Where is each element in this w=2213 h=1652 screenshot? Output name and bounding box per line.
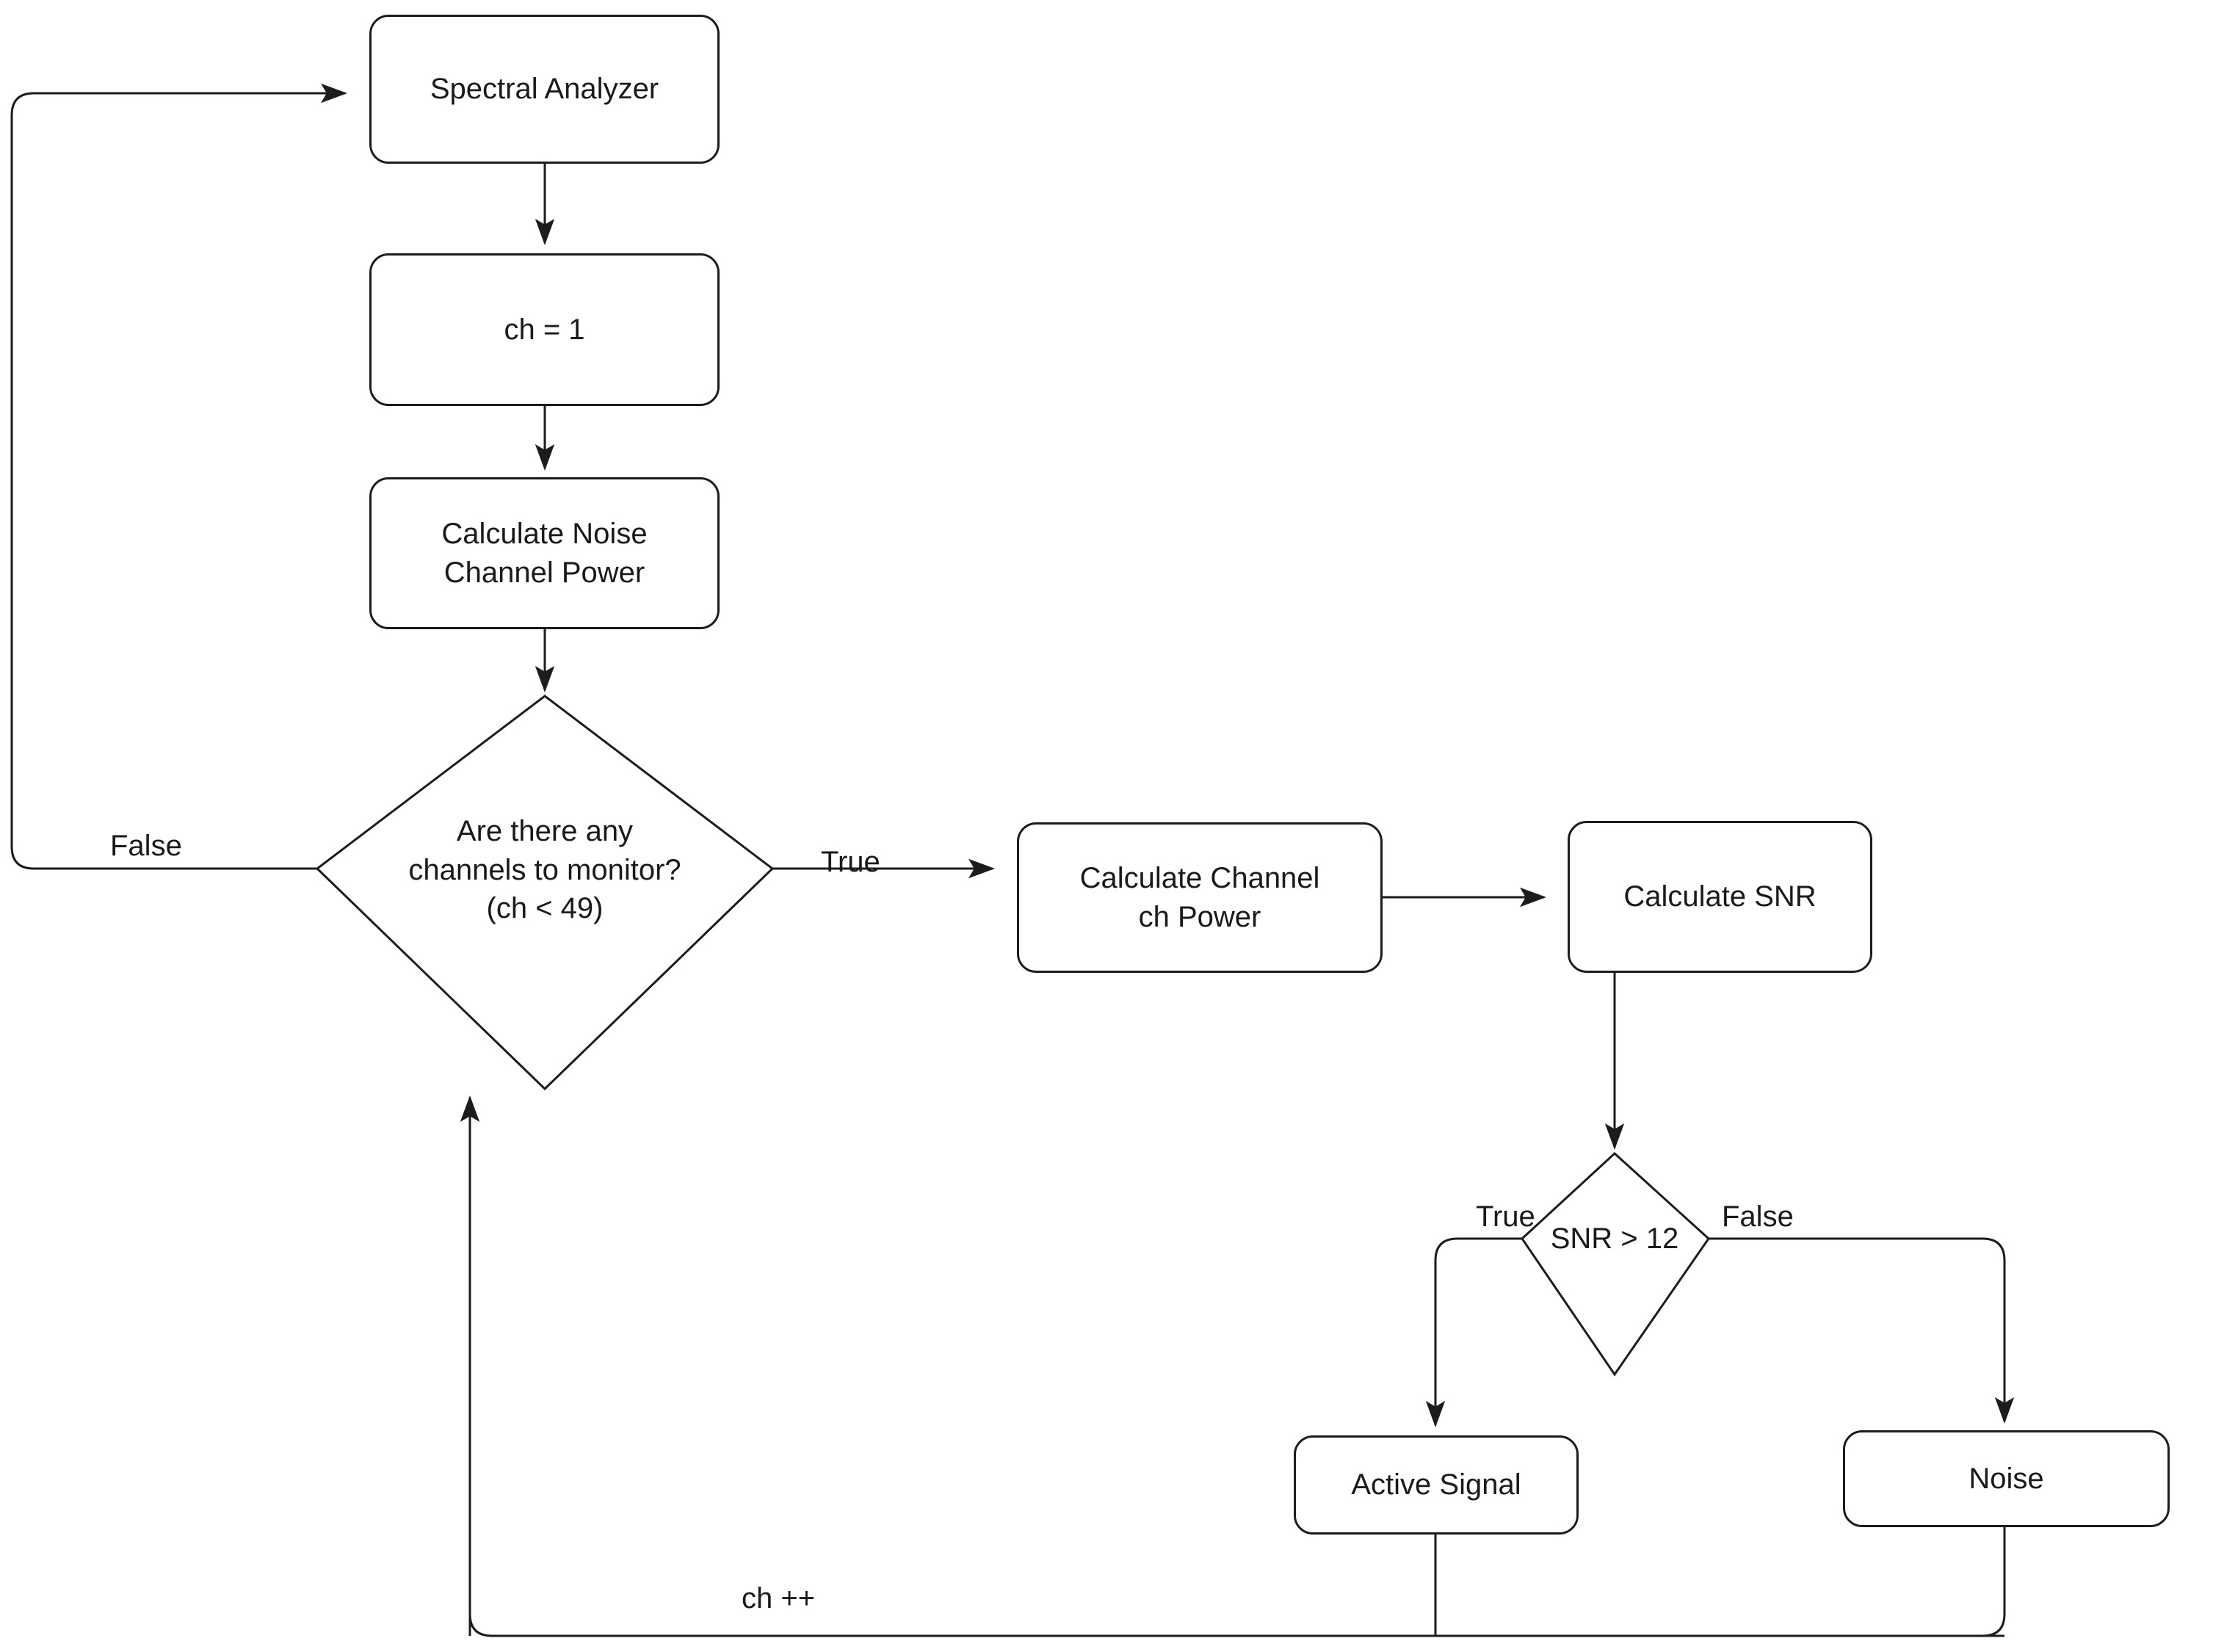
node-calculate-snr[interactable]: Calculate SNR bbox=[1568, 821, 1872, 973]
edge-label-channels-false: False bbox=[110, 830, 182, 862]
node-channels-decision-line-1: Are there any bbox=[456, 814, 634, 847]
node-calculate-noise-channel-power-line-1: Calculate Noise bbox=[441, 517, 648, 550]
node-calculate-channel-power[interactable]: Calculate Channel ch Power bbox=[1017, 822, 1383, 973]
edge-snr-false bbox=[1709, 1237, 2015, 1424]
node-calculate-noise-channel-power[interactable]: Calculate Noise Channel Power bbox=[369, 477, 720, 629]
node-calculate-snr-label: Calculate SNR bbox=[1623, 880, 1817, 913]
node-noise[interactable]: Noise bbox=[1843, 1430, 2170, 1527]
node-calculate-channel-power-label: Calculate Channel ch Power bbox=[1019, 859, 1380, 937]
decision-channels-shape bbox=[315, 695, 775, 1091]
node-spectral-analyzer-label: Spectral Analyzer bbox=[430, 73, 659, 106]
edge-snr-true bbox=[1425, 1237, 1522, 1427]
edge-increment-loop bbox=[468, 1586, 2004, 1637]
node-ch-init[interactable]: ch = 1 bbox=[369, 253, 720, 406]
node-channels-decision-line-2: channels to monitor? bbox=[408, 853, 681, 886]
node-channels-decision-line-3: (ch < 49) bbox=[486, 892, 604, 925]
decision-snr-shape bbox=[1521, 1151, 1710, 1377]
node-spectral-analyzer[interactable]: Spectral Analyzer bbox=[369, 15, 720, 164]
edge-label-snr-false: False bbox=[1722, 1200, 1794, 1233]
node-calculate-channel-power-line-2: ch Power bbox=[1138, 900, 1261, 933]
edge-noise-to-rail bbox=[492, 1527, 2006, 1637]
node-active-signal[interactable]: Active Signal bbox=[1294, 1435, 1579, 1535]
node-calculate-channel-power-line-1: Calculate Channel bbox=[1079, 861, 1320, 894]
node-noise-label: Noise bbox=[1968, 1462, 2044, 1495]
edge-label-increment: ch ++ bbox=[742, 1582, 816, 1615]
edge-label-snr-true: True bbox=[1476, 1200, 1535, 1233]
edge-channels-false-loop bbox=[10, 83, 347, 870]
node-snr-decision-label: SNR > 12 bbox=[1550, 1222, 1679, 1255]
node-channels-decision[interactable]: Are there any channels to monitor? (ch <… bbox=[361, 800, 728, 940]
node-calculate-noise-channel-power-line-2: Channel Power bbox=[443, 556, 645, 589]
node-channels-decision-label: Are there any channels to monitor? (ch <… bbox=[361, 812, 728, 928]
edge-label-channels-true: True bbox=[821, 846, 880, 878]
node-ch-init-label: ch = 1 bbox=[504, 313, 585, 346]
node-snr-decision[interactable]: SNR > 12 bbox=[1504, 1213, 1725, 1264]
node-calculate-noise-channel-power-label: Calculate Noise Channel Power bbox=[372, 515, 717, 593]
node-active-signal-label: Active Signal bbox=[1351, 1468, 1521, 1501]
